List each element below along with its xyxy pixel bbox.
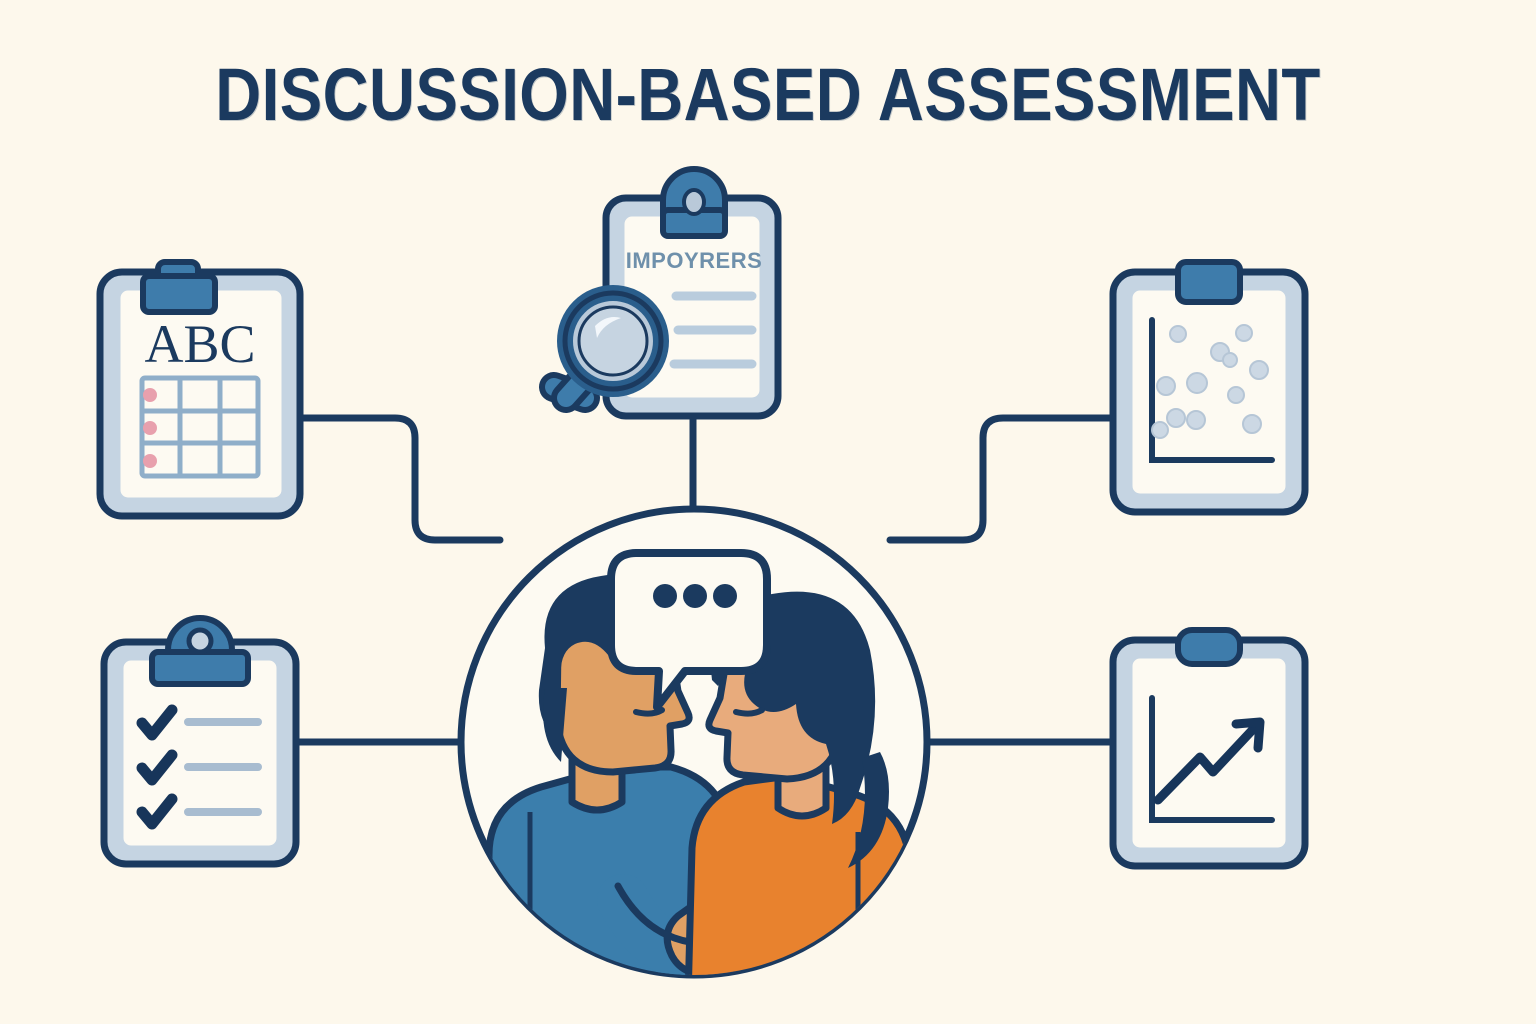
trend-chart-clipboard[interactable] (1109, 627, 1309, 870)
trend-axes (1149, 695, 1275, 823)
speech-bubble-dots (653, 584, 737, 608)
review-label: IMPOYRERS (626, 248, 763, 273)
checklist-checkmarks (136, 704, 178, 830)
clipboard-clip (1175, 627, 1243, 667)
clipboard-clip (140, 259, 218, 315)
scatter-plot-clipboard[interactable] (1109, 259, 1309, 516)
page-title: DISCUSSION-BASED ASSESSMENT (215, 53, 1321, 136)
scatter-axes (1149, 317, 1275, 463)
discussion-circle[interactable] (457, 505, 931, 1000)
review-lines (669, 291, 757, 369)
clipboard-clip (660, 166, 728, 239)
scatter-points (1151, 324, 1269, 439)
abc-label: ABC (144, 314, 255, 374)
clipboard-clip (1175, 259, 1243, 305)
checklist-clipboard[interactable] (100, 615, 300, 868)
review-clipboard[interactable]: IMPOYRERS (539, 166, 782, 420)
checklist-lines (184, 718, 262, 816)
rubric-grid (139, 375, 261, 479)
trend-line (1153, 717, 1265, 805)
connector-scatter-to-center (886, 414, 1117, 544)
magnifier-icon (539, 285, 669, 413)
connector-abc-to-center (281, 414, 504, 544)
clipboard-clip (149, 615, 251, 687)
rubric-marker-dots (143, 388, 157, 468)
speech-bubble (607, 549, 771, 711)
abc-rubric-clipboard[interactable]: ABC (96, 259, 304, 520)
